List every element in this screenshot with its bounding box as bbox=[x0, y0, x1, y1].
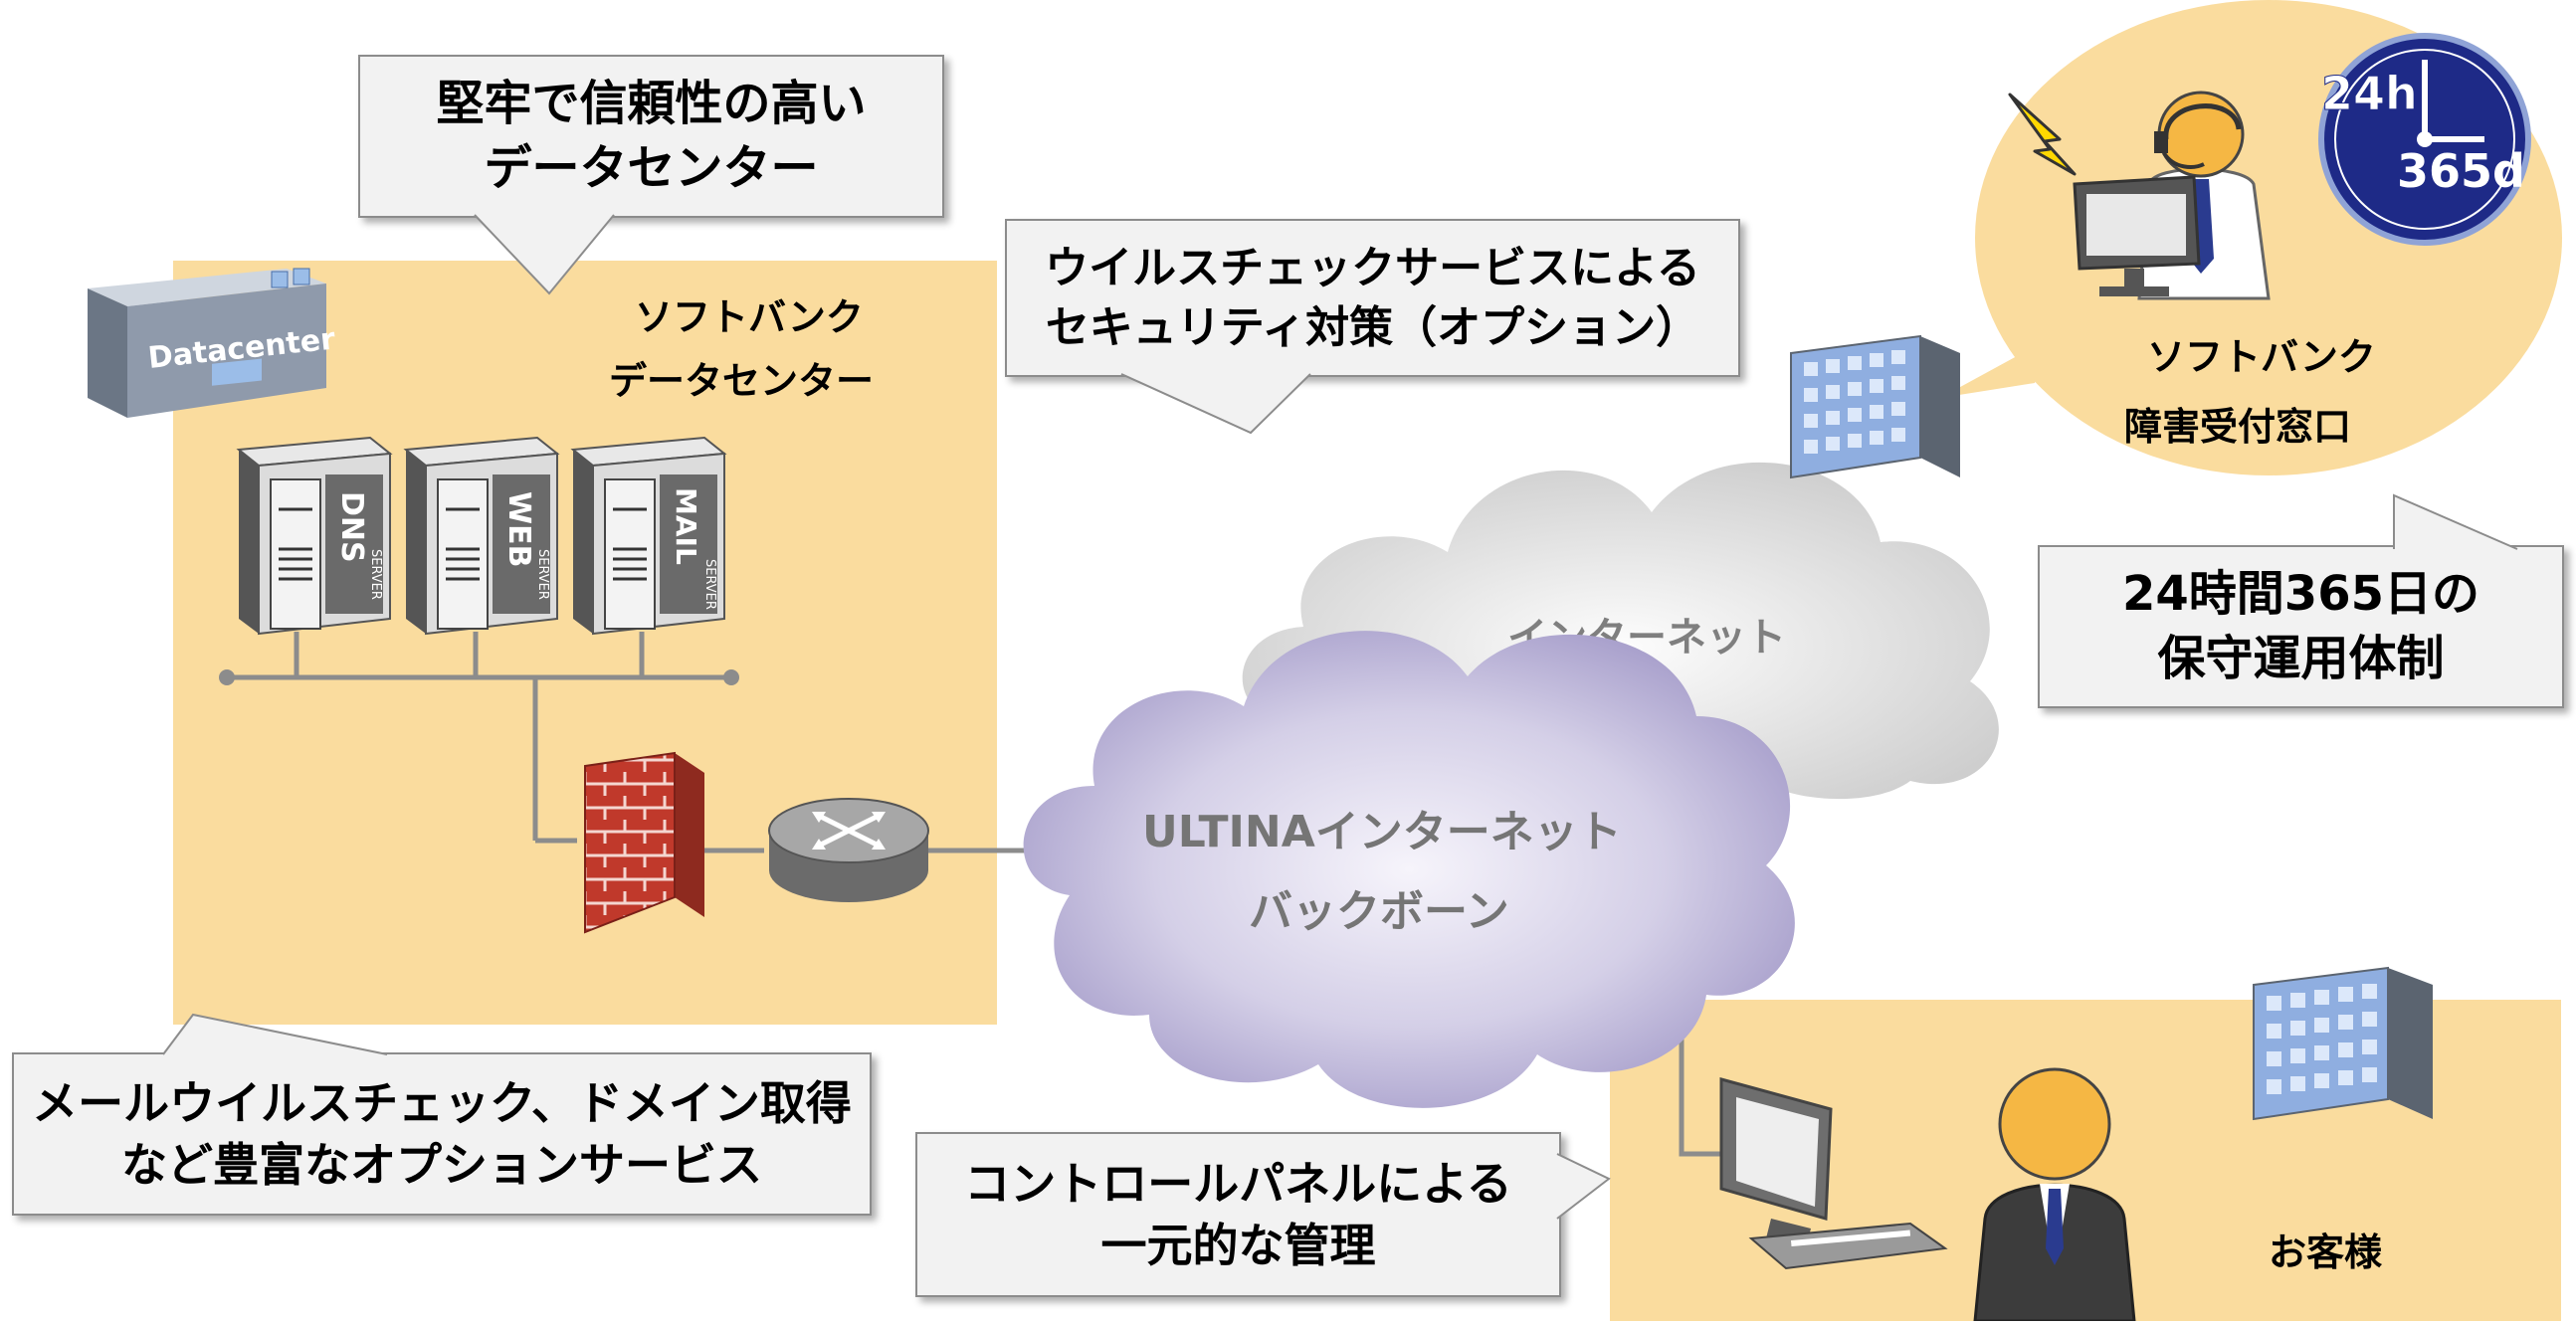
backbone-cloud bbox=[1023, 631, 1795, 1108]
callout-support-line2: 保守運用体制 bbox=[2157, 631, 2445, 686]
support-building-icon bbox=[1786, 328, 1965, 487]
clock-24h-text: 24h bbox=[2321, 67, 2418, 120]
callout-control-line2: 一元的な管理 bbox=[1100, 1219, 1376, 1272]
web-server-icon: WEB SERVER bbox=[398, 430, 567, 639]
callout-options-line2: など豊富なオプションサービス bbox=[121, 1138, 762, 1192]
web-server-letters: WEB bbox=[501, 491, 536, 567]
callout-virus-check: ウイルスチェックサービスによる セキュリティ対策（オプション） bbox=[1005, 219, 1740, 435]
mail-server-icon: MAIL SERVER bbox=[565, 430, 734, 639]
customer-building-icon bbox=[2249, 960, 2438, 1129]
mail-server-sub: SERVER bbox=[702, 559, 717, 610]
callout-control-line1: コントロールパネルによる bbox=[964, 1156, 1512, 1211]
callout-datacenter-line1: 堅牢で信頼性の高い bbox=[436, 76, 867, 132]
callout-datacenter-line2: データセンター bbox=[484, 140, 819, 196]
callout-datacenter-reliability: 堅牢で信頼性の高い データセンター bbox=[358, 55, 944, 295]
operator-icon bbox=[2005, 70, 2303, 308]
callout-virus-line2: セキュリティ対策（オプション） bbox=[1045, 301, 1700, 353]
mail-server-letters: MAIL bbox=[670, 487, 702, 565]
backbone-label-line2: バックボーン bbox=[1249, 886, 1509, 937]
dns-server-sub: SERVER bbox=[368, 549, 383, 600]
clock-365d-text: 365d bbox=[2397, 144, 2525, 198]
callout-options: メールウイルスチェック、ドメイン取得 など豊富なオプションサービス bbox=[12, 1013, 872, 1216]
customer-pc-icon bbox=[1711, 1069, 1950, 1278]
clock-24h-365d-icon: 24h 365d bbox=[2313, 28, 2537, 252]
datacenter-box-icon: Datacenter bbox=[78, 239, 337, 423]
dns-server-letters: DNS bbox=[334, 491, 369, 563]
customer-person-icon bbox=[1965, 1044, 2144, 1323]
callout-control-panel: コントロールパネルによる 一元的な管理 bbox=[915, 1132, 1611, 1297]
customer-title: お客様 bbox=[2269, 1230, 2383, 1274]
support-zone-tail bbox=[1940, 338, 2050, 398]
callout-support-line1: 24時間365日の bbox=[2122, 566, 2479, 623]
callout-support-24-365: 24時間365日の 保守運用体制 bbox=[2038, 493, 2564, 708]
router-icon bbox=[764, 796, 933, 910]
datacenter-title-line2: データセンター bbox=[609, 359, 875, 403]
support-title-line1: ソフトバンク bbox=[2147, 335, 2376, 379]
web-server-sub: SERVER bbox=[535, 549, 550, 600]
firewall-icon bbox=[565, 748, 724, 947]
backbone-label-line1: ULTINAインターネット bbox=[1142, 807, 1622, 857]
callout-virus-line1: ウイルスチェックサービスによる bbox=[1045, 243, 1700, 294]
datacenter-title-line1: ソフトバンク bbox=[635, 295, 864, 339]
callout-options-line1: メールウイルスチェック、ドメイン取得 bbox=[32, 1075, 852, 1130]
support-title-line2: 障害受付窓口 bbox=[2124, 405, 2352, 449]
dns-server-icon: DNS SERVER bbox=[231, 430, 400, 639]
